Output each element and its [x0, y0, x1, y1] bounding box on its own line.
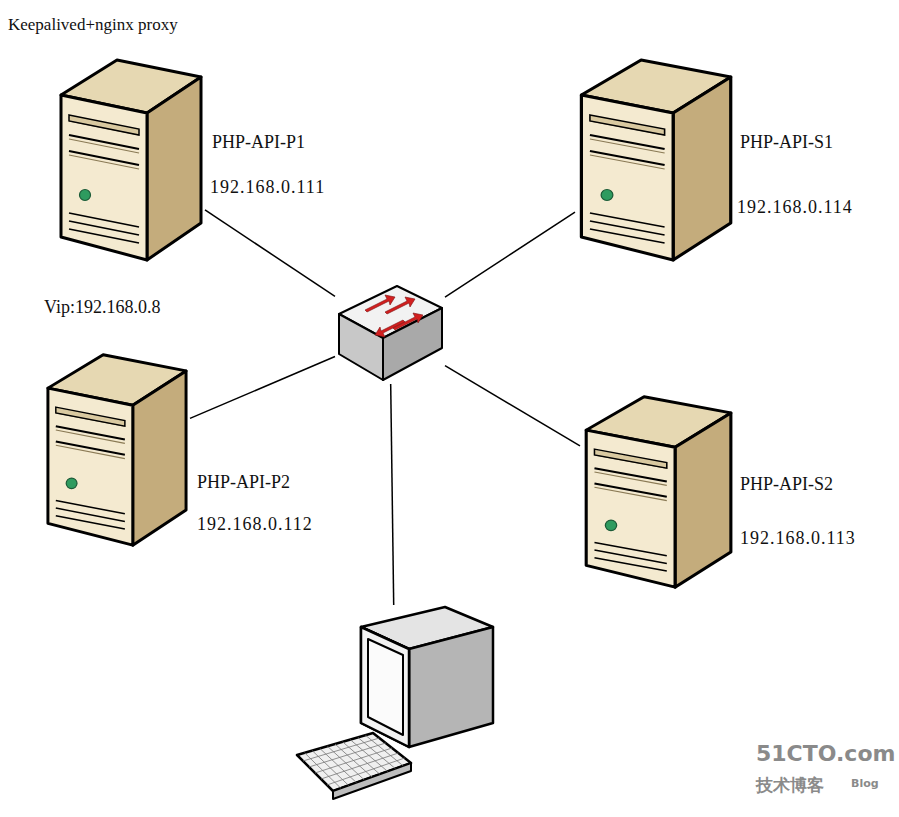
icon-detail	[590, 213, 665, 227]
icon-face	[586, 430, 675, 587]
computer-node	[295, 605, 495, 795]
icon-detail	[320, 748, 357, 782]
switch-arrow	[375, 320, 405, 337]
watermark: 技术博客	[756, 776, 824, 795]
ip-address: 192.168.0.114	[737, 198, 853, 218]
icon-detail	[56, 426, 125, 439]
icon-detail	[56, 445, 125, 458]
icon-face	[361, 627, 409, 747]
network-link	[205, 210, 335, 296]
icon-face	[409, 627, 493, 747]
icon-face	[133, 371, 186, 545]
icon-face	[673, 77, 731, 260]
icon-face	[61, 95, 147, 260]
icon-detail	[350, 740, 387, 772]
server-icon	[42, 350, 190, 550]
icon-detail	[594, 542, 666, 555]
ip-address: 192.168.0.113	[740, 529, 856, 549]
server-name: PHP-API-P1	[212, 133, 305, 153]
icon-detail	[594, 487, 666, 500]
icon-face	[147, 77, 201, 260]
computer-icon	[295, 605, 495, 795]
network-link	[445, 212, 575, 297]
drive-bay	[590, 115, 665, 135]
icon-face	[383, 308, 442, 380]
ip-address: 192.168.0.112	[197, 515, 313, 535]
icon-face	[339, 314, 383, 380]
ip-address: 192.168.0.111	[210, 178, 325, 198]
icon-detail	[312, 751, 348, 786]
drive-bay	[594, 449, 666, 468]
icon-detail	[590, 229, 665, 243]
network-link	[190, 356, 335, 418]
icon-detail	[56, 500, 125, 513]
icon-detail	[69, 229, 139, 243]
icon-detail	[594, 550, 666, 563]
switch-arrow	[385, 297, 415, 314]
drive-bay	[69, 115, 139, 135]
icon-detail	[69, 151, 139, 165]
icon-face	[361, 627, 409, 747]
power-led	[605, 520, 616, 530]
server-icon	[580, 392, 735, 592]
icon-face	[297, 733, 411, 791]
server-node: PHP-API-S1192.168.0.114	[575, 55, 735, 265]
icon-detail	[343, 742, 380, 774]
icon-detail	[365, 735, 403, 766]
icon-detail	[594, 472, 666, 485]
icon-face	[368, 639, 403, 735]
icon-detail	[56, 516, 125, 529]
icon-face	[675, 413, 731, 587]
icon-detail	[358, 737, 396, 768]
power-led	[66, 478, 77, 488]
server-node: PHP-API-P2192.168.0.112	[42, 350, 190, 550]
icon-detail	[69, 135, 139, 149]
icon-detail	[69, 221, 139, 235]
icon-detail	[69, 139, 139, 153]
icon-detail	[590, 221, 665, 235]
switch-node	[335, 282, 445, 384]
network-link	[391, 384, 394, 605]
watermark: 51CTO.com	[756, 742, 895, 766]
drive-bay	[56, 407, 125, 426]
icon-face	[581, 95, 673, 260]
switch-icon	[335, 282, 445, 384]
icon-detail	[594, 468, 666, 481]
switch-arrow	[393, 313, 423, 330]
server-name: PHP-API-S1	[740, 133, 833, 153]
icon-detail	[56, 508, 125, 521]
icon-detail	[69, 213, 139, 227]
icon-detail	[305, 753, 341, 788]
diagram-title: Keepalived+nginx proxy	[8, 16, 178, 35]
icon-detail	[590, 135, 665, 149]
icon-detail	[590, 151, 665, 165]
icon-face	[48, 388, 133, 545]
icon-detail	[56, 430, 125, 443]
icon-detail	[56, 441, 125, 454]
icon-detail	[594, 558, 666, 571]
icon-detail	[327, 746, 364, 780]
icon-detail	[590, 155, 665, 169]
vip-label: Vip:192.168.0.8	[44, 298, 160, 318]
network-link	[445, 366, 580, 446]
power-led	[80, 190, 91, 201]
icon-face	[333, 763, 411, 799]
server-node: PHP-API-S2192.168.0.113	[580, 392, 735, 592]
power-led	[601, 190, 613, 201]
server-node: PHP-API-P1192.168.0.111	[55, 55, 205, 265]
icon-detail	[335, 744, 372, 777]
icon-detail	[69, 155, 139, 169]
icon-detail	[594, 483, 666, 496]
server-icon	[575, 55, 735, 265]
server-icon	[55, 55, 205, 265]
server-name: PHP-API-P2	[197, 473, 290, 493]
watermark: Blog	[851, 778, 879, 790]
server-name: PHP-API-S2	[740, 475, 833, 495]
icon-detail	[590, 139, 665, 153]
